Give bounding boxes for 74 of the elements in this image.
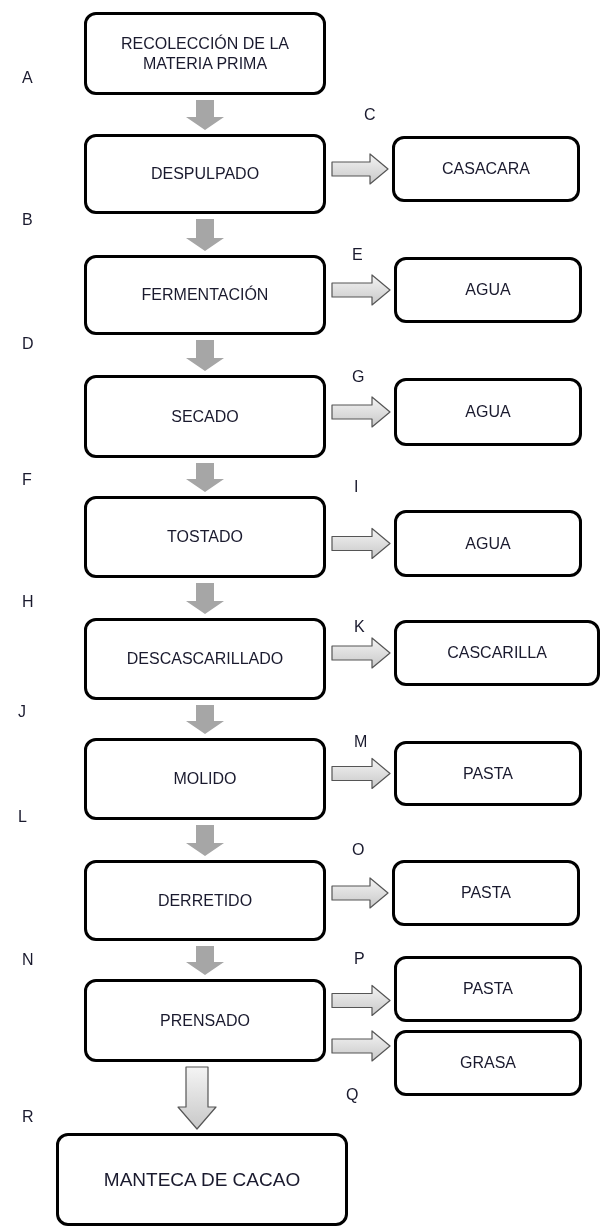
box-label: PASTA xyxy=(462,763,514,784)
process-box xyxy=(84,255,326,335)
block-arrow xyxy=(186,946,224,975)
process-box xyxy=(394,1030,582,1096)
box-label: CASCARILLA xyxy=(447,643,547,663)
box-label: RECOLECCIÓN DE LA MATERIA PRIMA xyxy=(119,33,290,74)
box-label: CASACARA xyxy=(442,159,530,179)
block-arrow xyxy=(331,984,391,1017)
process-box xyxy=(392,860,580,926)
process-box xyxy=(392,136,580,202)
block-arrow xyxy=(331,396,391,428)
step-letter: H xyxy=(22,592,34,612)
step-letter: B xyxy=(22,210,33,230)
process-box xyxy=(394,257,582,323)
process-box xyxy=(84,496,326,578)
process-box xyxy=(84,12,326,95)
step-letter: M xyxy=(354,732,368,752)
process-box xyxy=(84,979,326,1062)
process-box xyxy=(84,860,326,941)
block-arrow xyxy=(186,583,224,614)
box-label: DERRETIDO xyxy=(157,890,253,911)
process-box xyxy=(84,738,326,820)
box-label: AGUA xyxy=(465,533,511,554)
box-label: SECADO xyxy=(171,406,239,427)
box-label: AGUA xyxy=(465,402,511,422)
process-box xyxy=(84,618,326,700)
process-box xyxy=(394,741,582,806)
step-letter: C xyxy=(364,105,376,125)
block-arrow xyxy=(331,757,391,790)
step-letter: O xyxy=(352,840,365,860)
block-arrow xyxy=(331,153,389,185)
step-letter: E xyxy=(352,245,363,265)
process-box xyxy=(394,378,582,446)
step-letter: I xyxy=(354,477,359,497)
block-arrow xyxy=(186,463,224,492)
step-letter: N xyxy=(22,950,34,970)
block-arrow xyxy=(186,705,224,734)
box-label: MOLIDO xyxy=(173,769,237,789)
block-arrow xyxy=(331,877,389,909)
process-box xyxy=(394,956,582,1022)
box-label: AGUA xyxy=(465,280,511,300)
process-box xyxy=(394,510,582,577)
box-label: DESCASCARILLADO xyxy=(126,649,284,669)
block-arrow xyxy=(186,219,224,251)
block-arrow xyxy=(186,825,224,856)
box-label: PRENSADO xyxy=(160,1010,250,1031)
box-label: PASTA xyxy=(462,979,514,999)
block-arrow xyxy=(331,1030,391,1062)
process-box xyxy=(84,375,326,458)
block-arrow xyxy=(331,274,391,306)
box-label: DESPULPADO xyxy=(150,164,260,184)
step-letter: Q xyxy=(346,1085,359,1105)
block-arrow xyxy=(177,1066,217,1130)
step-letter: L xyxy=(18,807,27,827)
step-letter: F xyxy=(22,470,32,490)
block-arrow xyxy=(331,527,391,560)
box-label: TOSTADO xyxy=(167,527,243,547)
process-box xyxy=(84,134,326,214)
process-box xyxy=(56,1133,348,1226)
box-label: GRASA xyxy=(460,1053,516,1073)
block-arrow xyxy=(331,637,391,669)
box-label: PASTA xyxy=(460,883,512,903)
step-letter: P xyxy=(354,949,365,969)
block-arrow xyxy=(186,340,224,371)
step-letter: J xyxy=(18,702,26,722)
step-letter: R xyxy=(22,1107,34,1127)
box-label: MANTECA DE CACAO xyxy=(102,1167,302,1192)
block-arrow xyxy=(186,100,224,130)
step-letter: A xyxy=(22,68,33,88)
process-box xyxy=(394,620,600,686)
step-letter: K xyxy=(354,617,365,637)
step-letter: D xyxy=(22,334,34,354)
step-letter: G xyxy=(352,367,365,387)
box-label: FERMENTACIÓN xyxy=(141,285,269,305)
